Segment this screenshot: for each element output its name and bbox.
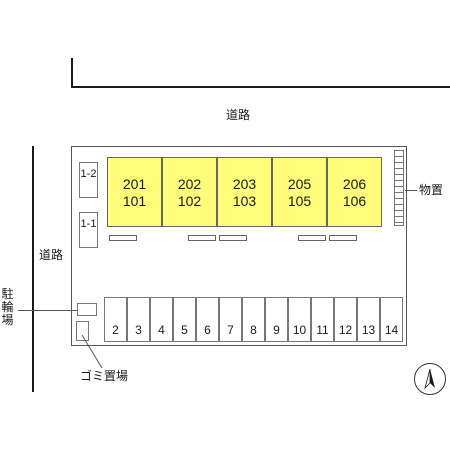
parking-space-number: 14 (384, 323, 399, 337)
unit-upper-number: 203 (232, 176, 257, 192)
left-road-line (32, 146, 34, 392)
parking-space-number: 10 (292, 323, 307, 337)
parking-space-number: 6 (204, 323, 211, 337)
unit-entrance (298, 235, 326, 241)
parking-space: 6 (196, 297, 219, 342)
unit-upper-number: 206 (342, 176, 367, 192)
garbage-area-box (76, 321, 89, 341)
parking-space: 11 (311, 297, 334, 342)
storage-label: 物置 (419, 183, 444, 197)
parking-space-number: 8 (250, 323, 257, 337)
parking-space: 8 (242, 297, 265, 342)
unit-lower-number: 103 (232, 193, 257, 209)
garbage-label: ゴミ置場 (80, 369, 129, 383)
storage-leader-line (405, 190, 417, 191)
parking-space: 2 (104, 297, 127, 342)
top-road-line-horizontal (71, 86, 450, 88)
parking-space: 5 (173, 297, 196, 342)
unit-entrance (219, 235, 247, 241)
parking-space-number: 13 (361, 323, 376, 337)
parking-space: 10 (288, 297, 311, 342)
side-parking-space: 1-2 (79, 162, 98, 198)
parking-space-number: 5 (181, 323, 188, 337)
parking-space: 4 (150, 297, 173, 342)
parking-space: 12 (334, 297, 357, 342)
parking-space: 13 (357, 297, 380, 342)
garbage-leader-line (81, 334, 103, 369)
unit-lower-number: 101 (122, 193, 147, 209)
unit-entrance (188, 235, 216, 241)
unit-upper-number: 202 (177, 176, 202, 192)
north-arrow-icon-glyph (424, 368, 435, 390)
unit-upper-number: 201 (122, 176, 147, 192)
bicycle-parking-label: 駐輪場 (1, 288, 15, 327)
parking-space-number: 11 (316, 323, 329, 337)
unit-lower-number: 106 (342, 193, 367, 209)
parking-space: 3 (127, 297, 150, 342)
bicycle-parking-text: 駐輪場 (1, 287, 14, 327)
side-parking-space: 1-1 (79, 212, 98, 248)
parking-space: 14 (380, 297, 403, 342)
unit-entrance (109, 235, 137, 241)
unit-upper-number: 205 (287, 176, 312, 192)
north-arrow-icon (414, 363, 446, 395)
unit-lower-number: 102 (177, 193, 202, 209)
parking-space-number: 3 (135, 323, 142, 337)
parking-space-number: 2 (112, 323, 119, 337)
parking-space: 7 (219, 297, 242, 342)
top-road-label: 道路 (226, 108, 251, 122)
parking-space-number: 4 (158, 323, 165, 337)
parking-space-number: 12 (338, 323, 353, 337)
unit-entrance (329, 235, 357, 241)
parking-space-number: 7 (227, 323, 234, 337)
bicycle-leader-line (18, 310, 77, 311)
parking-space-number: 9 (273, 323, 280, 337)
top-road-line-vertical (71, 58, 73, 86)
storage-shed (394, 150, 404, 226)
bicycle-parking-box (77, 303, 97, 316)
parking-space: 9 (265, 297, 288, 342)
left-road-label: 道路 (39, 248, 64, 262)
unit-lower-number: 105 (287, 193, 312, 209)
